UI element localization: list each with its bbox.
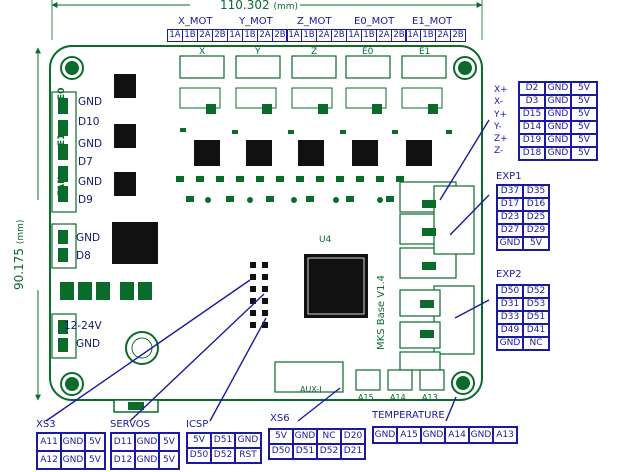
xs6-title: XS6 xyxy=(270,413,290,424)
mosfets xyxy=(114,74,136,196)
therm-label-a14: A14 xyxy=(390,393,406,402)
leader-lines xyxy=(45,119,490,422)
axis-label-e0: E0 xyxy=(362,47,374,57)
x-mot-title: X_MOT xyxy=(178,16,213,27)
e1-mot-title: E1_MOT xyxy=(412,16,453,27)
bed-mosfet xyxy=(112,222,158,264)
small-components xyxy=(176,128,452,202)
y-mot-title: Y_MOT xyxy=(239,16,273,27)
thermistor-connector-1 xyxy=(355,369,381,391)
e0-gnd: GND xyxy=(78,96,103,108)
temperature-title: TEMPERATURE xyxy=(372,410,445,421)
e1-terminal-label: E1 xyxy=(57,133,67,146)
fan-gnd: GND xyxy=(78,176,103,188)
e0-terminal-label: E0 xyxy=(57,87,67,100)
power-components xyxy=(60,282,152,300)
axis-label-e1: E1 xyxy=(419,47,430,57)
aux-label: AUX-I xyxy=(300,385,322,394)
thermistor-connector-2 xyxy=(387,369,413,391)
header-pins xyxy=(250,262,268,328)
left-terminal-screws xyxy=(58,98,68,352)
icsp-title: ICSP xyxy=(186,419,209,430)
e0-d10: D10 xyxy=(78,116,100,128)
exp1-title: EXP1 xyxy=(496,171,522,182)
endstop-labels: X+X- Y+Y- Z+Z- xyxy=(494,85,508,157)
fan-terminal-label: FAN xyxy=(57,176,67,196)
mounting-holes xyxy=(60,56,477,396)
bed-gnd: GND xyxy=(76,232,101,244)
aux-connector xyxy=(274,361,344,393)
mcu-chip xyxy=(304,254,368,318)
endstop-pins xyxy=(420,200,436,338)
e1-d7: D7 xyxy=(78,156,93,168)
xs3-title: XS3 xyxy=(36,419,56,430)
therm-label-a13: A13 xyxy=(422,393,438,402)
width-label: 110.302 (mm) xyxy=(220,0,299,12)
stepper-driver-ics xyxy=(194,140,432,166)
axis-label-y: Y xyxy=(254,47,261,57)
axis-label-x: X xyxy=(199,47,205,57)
thermistor-connector-3 xyxy=(419,369,445,391)
therm-label-a15: A15 xyxy=(358,393,374,402)
motor-connectors xyxy=(179,55,447,79)
axis-label-z: Z xyxy=(311,47,317,57)
exp2-title: EXP2 xyxy=(496,269,522,280)
component-circles xyxy=(205,197,383,203)
servos-title: SERVOS xyxy=(110,419,150,430)
bed-d8: D8 xyxy=(76,250,91,262)
driver-chips xyxy=(206,104,438,114)
board-outline xyxy=(49,45,483,401)
e1-gnd: GND xyxy=(78,138,103,150)
fan-d9: D9 xyxy=(78,194,93,206)
board-name: MKS Base V1.4 xyxy=(376,275,387,350)
height-label: 90.175 (mm) xyxy=(12,219,26,290)
capacitor xyxy=(125,331,159,365)
e0-mot-title: E0_MOT xyxy=(354,16,395,27)
chip-label: U4 xyxy=(319,235,332,245)
power-12-24v: 12-24V xyxy=(64,320,102,332)
driver-sockets xyxy=(179,87,443,109)
power-gnd: GND xyxy=(76,338,101,350)
z-mot-title: Z_MOT xyxy=(297,16,332,27)
